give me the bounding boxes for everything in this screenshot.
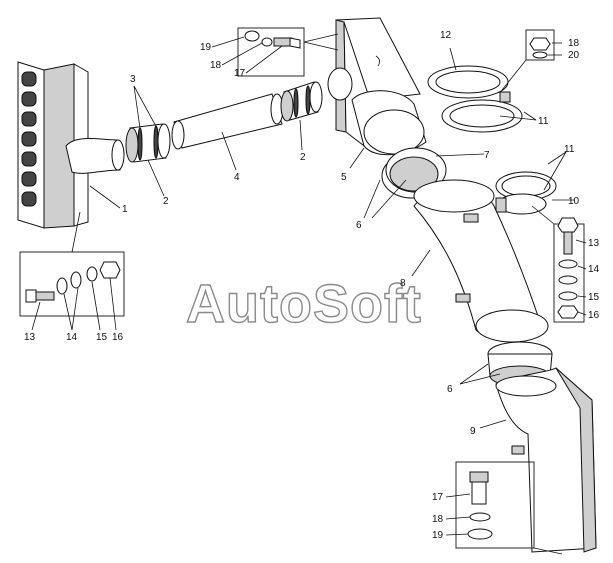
part-5-elbow-housing: [327, 17, 427, 156]
callout-top-19: 19: [200, 42, 212, 53]
callout-bottom-19: 19: [432, 530, 444, 541]
callout-10: 10: [568, 196, 580, 207]
part-2-sleeve-left: [125, 123, 171, 163]
callout-2-right: 2: [300, 152, 306, 163]
callout-right-13: 13: [588, 238, 600, 249]
callout-tr-18: 18: [568, 38, 580, 49]
callout-left-14: 14: [66, 332, 78, 343]
part-2-sleeve-right: [280, 81, 323, 122]
callout-tr-20: 20: [568, 50, 580, 61]
callout-2-left: 2: [163, 196, 169, 207]
callout-5: 5: [341, 172, 347, 183]
watermark: AutoSoft: [186, 274, 422, 334]
inset-topright-hardware: [501, 29, 555, 91]
callout-8: 8: [400, 278, 406, 289]
callout-top-17: 17: [234, 68, 246, 79]
callout-labels: 1 2 2 3 4 5 6 6 7 8 9 10 11 11 12 13 14 …: [24, 30, 600, 541]
inset-left-hardware: [19, 211, 125, 317]
callout-right-14: 14: [588, 264, 600, 275]
callout-9: 9: [470, 426, 476, 437]
callout-left-16: 16: [112, 332, 124, 343]
callout-left-13: 13: [24, 332, 36, 343]
part-12-hose-clamps: [427, 65, 523, 133]
callout-6-upper: 6: [356, 220, 362, 231]
inset-bottom-hardware: [455, 461, 563, 555]
callout-11-upper: 11: [538, 116, 549, 127]
manifold-fins: [21, 71, 37, 207]
callout-11-lower: 11: [564, 144, 575, 155]
callout-hardware-leaders: [31, 36, 587, 536]
callout-7: 7: [484, 150, 490, 161]
callout-bottom-18: 18: [432, 514, 444, 525]
callout-12: 12: [440, 30, 452, 41]
callout-6-lower: 6: [447, 384, 453, 395]
callout-top-18: 18: [210, 60, 222, 71]
part-10-clamp: [495, 171, 557, 215]
inset-top-hardware: [237, 27, 339, 77]
callout-bottom-17: 17: [432, 492, 444, 503]
part-4-tube: [171, 93, 284, 150]
part-1-manifold: [17, 61, 125, 229]
callout-3: 3: [130, 74, 136, 85]
callout-left-15: 15: [96, 332, 108, 343]
callout-right-15: 15: [588, 292, 600, 303]
part-7-coupling-ring: [381, 147, 447, 199]
leader-lines: [89, 47, 574, 429]
part-8-bent-pipe: [413, 179, 549, 343]
callout-1: 1: [122, 204, 128, 215]
callout-4: 4: [234, 172, 240, 183]
part-9-lower-duct: [495, 367, 597, 553]
callout-right-16: 16: [588, 310, 600, 321]
inset-right-hardware: [531, 205, 585, 323]
